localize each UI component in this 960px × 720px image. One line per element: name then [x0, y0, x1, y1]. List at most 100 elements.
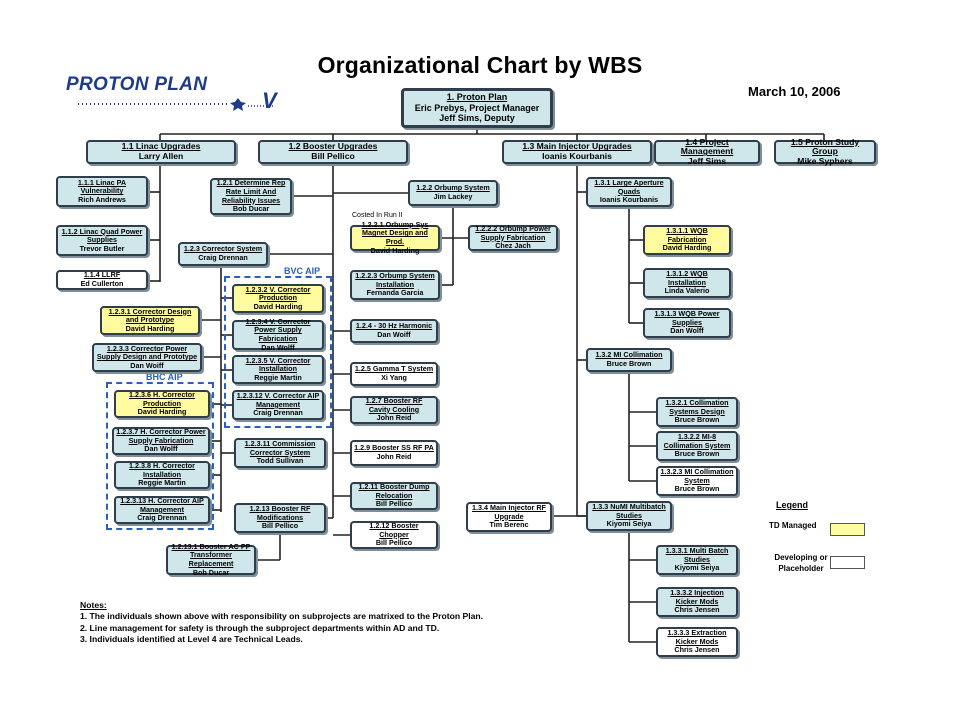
wbs-node-1221: 1.2.2.1 Orbump Sys Magnet Design and Pro… [350, 220, 440, 254]
node-title: 1.3.2.1 Collimation Systems Design [665, 398, 729, 416]
node-title: 1.3.4 Main Injector RF Upgrade [472, 503, 546, 521]
node-title: 1.2.13 Booster RF Modifications [249, 504, 311, 522]
node-title: 1.2.3.12 V. Corrector AIP Management [236, 391, 320, 409]
proton-plan-logo: PROTON PLAN V [66, 74, 296, 114]
node-title: 1.2.9 Booster SS RF PA [354, 443, 434, 453]
node-person: John Reid [376, 452, 412, 461]
logo-swoosh-icon [78, 98, 273, 111]
node-title: 1.2.11 Booster Dump Relocation [358, 482, 430, 500]
logo-suffix: V [262, 88, 277, 113]
wbs-node-121: 1.2.1 Determine Rep Rate Limit And Relia… [210, 178, 292, 215]
node-person: Trevor Butler [79, 243, 125, 253]
node-title: 1.3.3 NuMI Multibatch Studies [592, 502, 666, 520]
node-person: Bill Pellico [311, 151, 355, 161]
node-person: David Harding [662, 243, 712, 253]
logo-text: PROTON PLAN [66, 74, 208, 95]
node-person: Craig Drennan [253, 408, 303, 418]
node-person: Bruce Brown [674, 415, 720, 425]
node-title: 1.1 Linac Upgrades [121, 141, 201, 152]
node-title: 1.2.13.1 Booster AC PP Transformer Repla… [171, 541, 251, 568]
node-person: Kiyomi Seiya [674, 563, 720, 573]
legend-developing-label: Developing or Placeholder [774, 553, 828, 573]
node-title: 1.2.3.1 Corrector Design and Prototype [108, 306, 192, 325]
bhc-aip-label: BHC AIP [146, 372, 183, 382]
node-person: Bob Ducar [232, 204, 270, 214]
note-item-1: 1. The individuals shown above with resp… [80, 611, 484, 622]
node-person: Bill Pellico [261, 521, 299, 531]
node-person: Dan Wolff [670, 326, 704, 336]
node-person: Jeff Sims, Deputy [439, 113, 515, 124]
node-person: Chris Jensen [674, 645, 720, 655]
node-title: 1.2.3.11 Commission Corrector System [244, 439, 316, 457]
node-title: 1.2.4 - 30 Hz Harmonic [355, 321, 433, 331]
node-title: 1.3.1.2 WQB Installation [666, 269, 708, 287]
node-person: Larry Allen [138, 151, 184, 161]
node-person: Rich Andrews [78, 194, 126, 204]
bhc-aip-group [106, 382, 214, 530]
node-person: David Harding [370, 245, 420, 255]
node-title: 1.3.3.2 Injection Kicker Mods [670, 588, 724, 606]
node-title: 1.2.3.3 Corrector Power Supply Design an… [96, 343, 198, 362]
node-person: Ioanis Kourbanis [542, 151, 612, 161]
node-person: Eric Prebys, Project Manager [414, 102, 540, 113]
node-title: 1.3.1.3 WQB Power Supplies [654, 309, 720, 327]
node-title: 1.2.2.1 Orbump Sys Magnet Design and Pro… [361, 219, 429, 246]
node-person: Chris Jensen [674, 605, 720, 615]
wbs-node-1233: 1.2.3.3 Corrector Power Supply Design an… [92, 343, 202, 372]
node-person: Mike Syphers [797, 155, 853, 166]
node-person: Bob Ducar [192, 567, 230, 577]
node-title: 1.3.3.3 Extraction Kicker Mods [667, 628, 727, 646]
node-title: 1.2.3 Corrector System [183, 244, 263, 254]
node-person: Todd Sullivan [256, 456, 304, 466]
node-title: 1.2.3.5 V. Corrector Installation [245, 355, 311, 374]
node-title: 1.2.2.2 Orbump Power Supply Fabrication [475, 224, 551, 242]
node-title: 1.2.5 Gamma T System [354, 364, 434, 374]
notes-heading: Notes: [80, 600, 107, 610]
node-title: 1.2.3.13 H. Corrector AIP Management [120, 496, 204, 514]
bvc-aip-label: BVC AIP [284, 266, 321, 276]
node-person: John Reid [376, 413, 412, 423]
node-title: 1.3.1 Large Aperture Quads [594, 178, 664, 196]
node-title: 1.3.1.1 WQB Fabrication [666, 226, 708, 244]
note-item-3: 3. Individuals identified at Level 4 are… [80, 634, 303, 645]
node-title: 1.2.3.7 H. Corrector Power Supply Fabric… [116, 427, 206, 445]
node-person: Dan Woiff [130, 360, 164, 370]
node-person: Jeff Sims [687, 155, 727, 166]
costed-note: Costed In Run II [352, 212, 403, 219]
node-person: Chez Jach [495, 241, 531, 251]
node-person: Bruce Brown [674, 484, 720, 494]
node-person: David Harding [253, 301, 303, 311]
